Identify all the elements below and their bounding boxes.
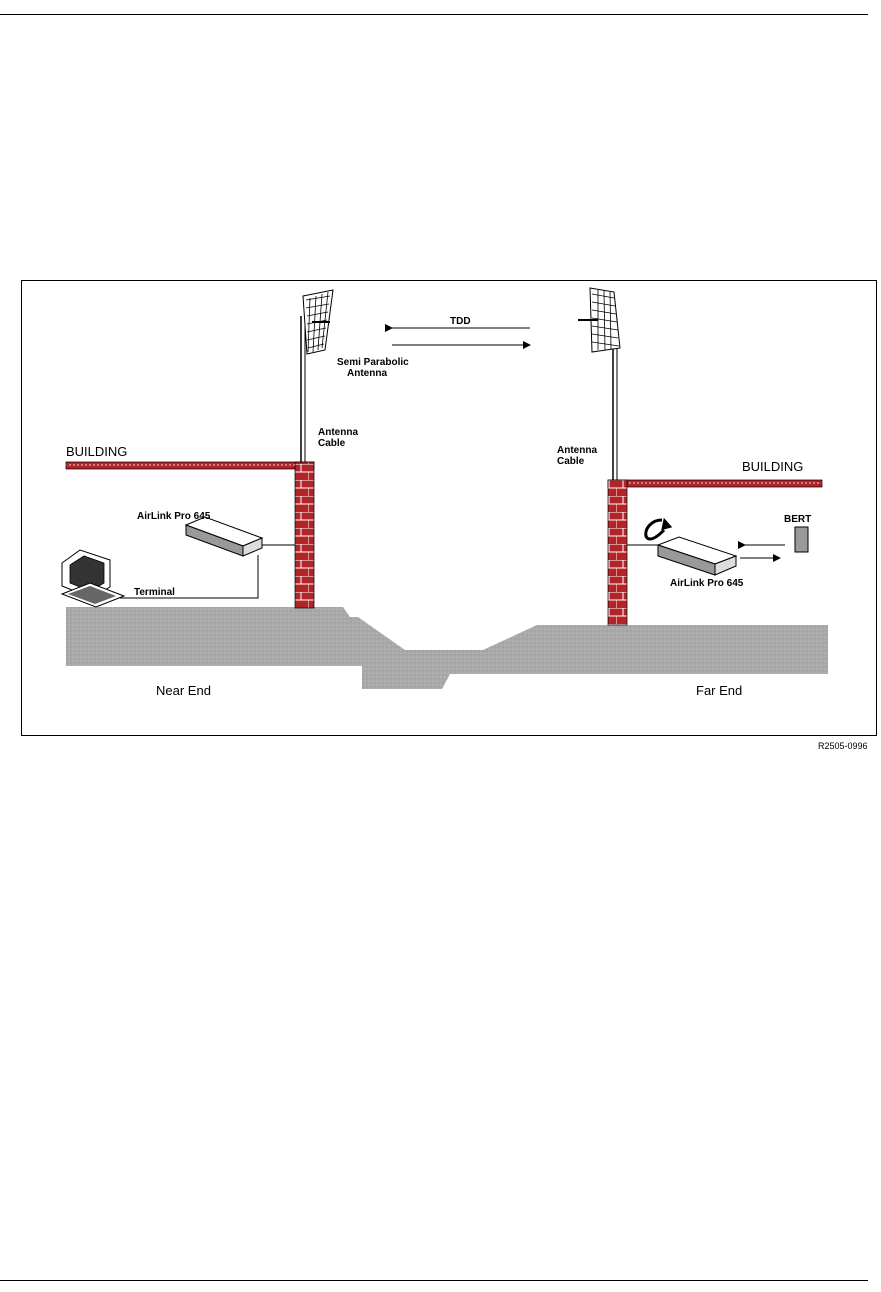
antenna-type-label-line1: Semi Parabolic xyxy=(337,357,409,368)
footer-rule xyxy=(0,1280,868,1281)
building-wall-right xyxy=(608,480,627,625)
tdd-label: TDD xyxy=(450,316,471,327)
building-wall-left xyxy=(295,462,314,608)
airlink-device-right-icon xyxy=(658,537,736,575)
near-end-label: Near End xyxy=(156,683,211,698)
airlink-device-left-icon xyxy=(186,517,262,556)
ground-terrain xyxy=(66,607,828,689)
device-label-right: AirLink Pro 645 xyxy=(670,578,744,589)
parabolic-antenna-right-icon xyxy=(578,288,620,352)
building-roof-left xyxy=(66,462,314,469)
terminal-label: Terminal xyxy=(134,587,175,598)
loopback-arrow-icon xyxy=(646,520,664,539)
cable-label-right-line2: Cable xyxy=(557,456,585,467)
parabolic-antenna-left-icon xyxy=(303,290,333,354)
terminal-icon xyxy=(62,550,124,607)
far-end-label: Far End xyxy=(696,683,742,698)
bert-label: BERT xyxy=(784,514,811,525)
bert-device-icon xyxy=(795,527,808,552)
cable-label-left-line2: Cable xyxy=(318,438,346,449)
figure-id-label: R2505-0996 xyxy=(818,741,868,751)
building-label-right: BUILDING xyxy=(742,459,803,474)
device-label-left: AirLink Pro 645 xyxy=(137,511,211,522)
antenna-type-label-line2: Antenna xyxy=(347,368,387,379)
building-roof-right xyxy=(608,480,822,487)
cable-label-right-line1: Antenna xyxy=(557,445,597,456)
cable-label-left-line1: Antenna xyxy=(318,427,358,438)
building-label-left: BUILDING xyxy=(66,444,127,459)
